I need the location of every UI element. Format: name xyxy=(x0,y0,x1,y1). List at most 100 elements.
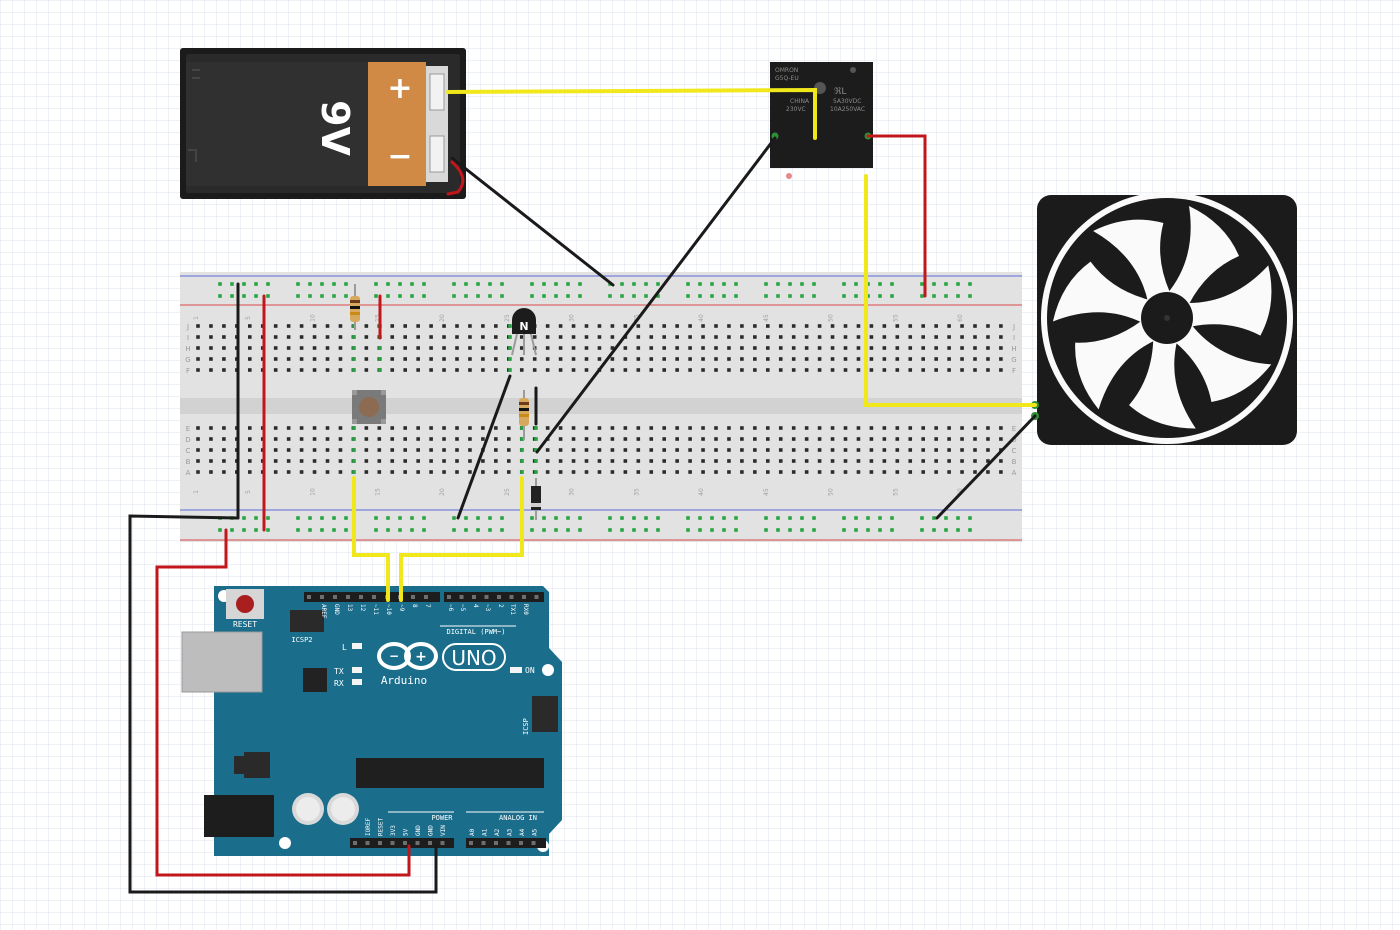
breadboard-hole[interactable] xyxy=(519,335,524,339)
rail-hole[interactable] xyxy=(710,528,714,532)
breadboard-hole[interactable] xyxy=(416,459,420,463)
connected-hole[interactable] xyxy=(352,335,356,339)
breadboard-hole[interactable] xyxy=(895,368,900,372)
rail-hole[interactable] xyxy=(296,528,300,532)
breadboard-hole[interactable] xyxy=(778,357,783,361)
breadboard-hole[interactable] xyxy=(558,426,563,430)
rail-hole[interactable] xyxy=(308,528,312,532)
rail-hole[interactable] xyxy=(620,282,624,286)
breadboard-hole[interactable] xyxy=(675,448,679,452)
breadboard-hole[interactable] xyxy=(429,437,433,441)
breadboard-hole[interactable] xyxy=(791,437,796,441)
breadboard-hole[interactable] xyxy=(934,324,938,328)
rail-hole[interactable] xyxy=(422,294,426,298)
rail-hole[interactable] xyxy=(398,528,402,532)
breadboard-hole[interactable] xyxy=(766,335,770,339)
breadboard-hole[interactable] xyxy=(960,368,964,372)
breadboard-hole[interactable] xyxy=(766,346,770,350)
rail-hole[interactable] xyxy=(320,282,324,286)
connected-hole[interactable] xyxy=(508,357,512,361)
rail-hole[interactable] xyxy=(386,516,390,520)
breadboard-hole[interactable] xyxy=(494,346,498,350)
breadboard-hole[interactable] xyxy=(701,459,705,463)
rail-hole[interactable] xyxy=(698,528,702,532)
breadboard-hole[interactable] xyxy=(455,459,459,463)
header-pin[interactable] xyxy=(424,595,428,599)
rail-hole[interactable] xyxy=(788,294,792,298)
breadboard-hole[interactable] xyxy=(597,459,602,463)
rail-hole[interactable] xyxy=(788,516,792,520)
rail-hole[interactable] xyxy=(332,294,336,298)
breadboard-hole[interactable] xyxy=(571,324,576,328)
rail-hole[interactable] xyxy=(608,528,612,532)
breadboard-hole[interactable] xyxy=(312,335,317,339)
breadboard-hole[interactable] xyxy=(468,368,472,372)
header-pin[interactable] xyxy=(365,841,370,845)
breadboard-hole[interactable] xyxy=(597,470,602,474)
breadboard-hole[interactable] xyxy=(416,357,420,361)
breadboard-hole[interactable] xyxy=(740,470,744,474)
rail-hole[interactable] xyxy=(800,528,804,532)
rail-hole[interactable] xyxy=(566,528,570,532)
breadboard-hole[interactable] xyxy=(299,335,304,339)
breadboard-hole[interactable] xyxy=(662,448,666,452)
breadboard-hole[interactable] xyxy=(947,470,951,474)
breadboard-hole[interactable] xyxy=(468,470,472,474)
header-pin[interactable] xyxy=(519,841,523,845)
rail-hole[interactable] xyxy=(374,516,378,520)
breadboard-hole[interactable] xyxy=(494,426,498,430)
breadboard-hole[interactable] xyxy=(843,335,848,339)
header-pin[interactable] xyxy=(522,595,526,599)
wire-fan-ground[interactable] xyxy=(935,414,1037,520)
breadboard-hole[interactable] xyxy=(403,437,407,441)
breadboard-hole[interactable] xyxy=(727,470,731,474)
breadboard-hole[interactable] xyxy=(338,426,343,430)
breadboard-hole[interactable] xyxy=(973,459,977,463)
connected-hole[interactable] xyxy=(508,346,512,350)
breadboard-hole[interactable] xyxy=(442,426,446,430)
breadboard-hole[interactable] xyxy=(934,437,938,441)
breadboard-hole[interactable] xyxy=(196,470,200,474)
cooling-fan[interactable] xyxy=(1031,192,1299,450)
breadboard-hole[interactable] xyxy=(921,448,925,452)
breadboard-hole[interactable] xyxy=(507,426,511,430)
breadboard-hole[interactable] xyxy=(766,448,770,452)
breadboard-hole[interactable] xyxy=(584,448,589,452)
breadboard-hole[interactable] xyxy=(364,357,369,361)
wire-relay-coil-transistor[interactable] xyxy=(535,136,777,454)
breadboard-hole[interactable] xyxy=(999,335,1003,339)
breadboard-hole[interactable] xyxy=(921,324,925,328)
diode[interactable] xyxy=(531,478,541,520)
breadboard-hole[interactable] xyxy=(558,448,563,452)
breadboard-hole[interactable] xyxy=(623,324,628,328)
wire-arduino-5v[interactable] xyxy=(155,528,411,877)
breadboard-hole[interactable] xyxy=(571,459,576,463)
rail-hole[interactable] xyxy=(500,282,504,286)
breadboard-hole[interactable] xyxy=(558,459,563,463)
breadboard-hole[interactable] xyxy=(416,346,420,350)
breadboard-hole[interactable] xyxy=(299,448,304,452)
rail-hole[interactable] xyxy=(452,516,456,520)
breadboard-hole[interactable] xyxy=(973,437,977,441)
breadboard-hole[interactable] xyxy=(610,448,615,452)
breadboard-hole[interactable] xyxy=(960,448,964,452)
breadboard-hole[interactable] xyxy=(973,448,977,452)
rail-hole[interactable] xyxy=(842,282,846,286)
relay-module[interactable]: OMRON G5Q-EU CHINA 230VC 5A30VDC 10A250V… xyxy=(770,62,873,179)
rail-hole[interactable] xyxy=(488,294,492,298)
breadboard-hole[interactable] xyxy=(675,459,679,463)
rail-hole[interactable] xyxy=(890,294,894,298)
breadboard-hole[interactable] xyxy=(778,335,783,339)
breadboard-hole[interactable] xyxy=(882,459,887,463)
breadboard-hole[interactable] xyxy=(662,346,666,350)
rail-hole[interactable] xyxy=(866,516,870,520)
wire-transistor-ground[interactable] xyxy=(456,374,512,520)
breadboard-hole[interactable] xyxy=(468,346,472,350)
breadboard-hole[interactable] xyxy=(571,368,576,372)
rail-hole[interactable] xyxy=(230,294,234,298)
breadboard-hole[interactable] xyxy=(778,459,783,463)
header-pin[interactable] xyxy=(411,595,415,599)
rail-hole[interactable] xyxy=(854,282,858,286)
breadboard-hole[interactable] xyxy=(688,335,692,339)
rail-hole[interactable] xyxy=(932,528,936,532)
